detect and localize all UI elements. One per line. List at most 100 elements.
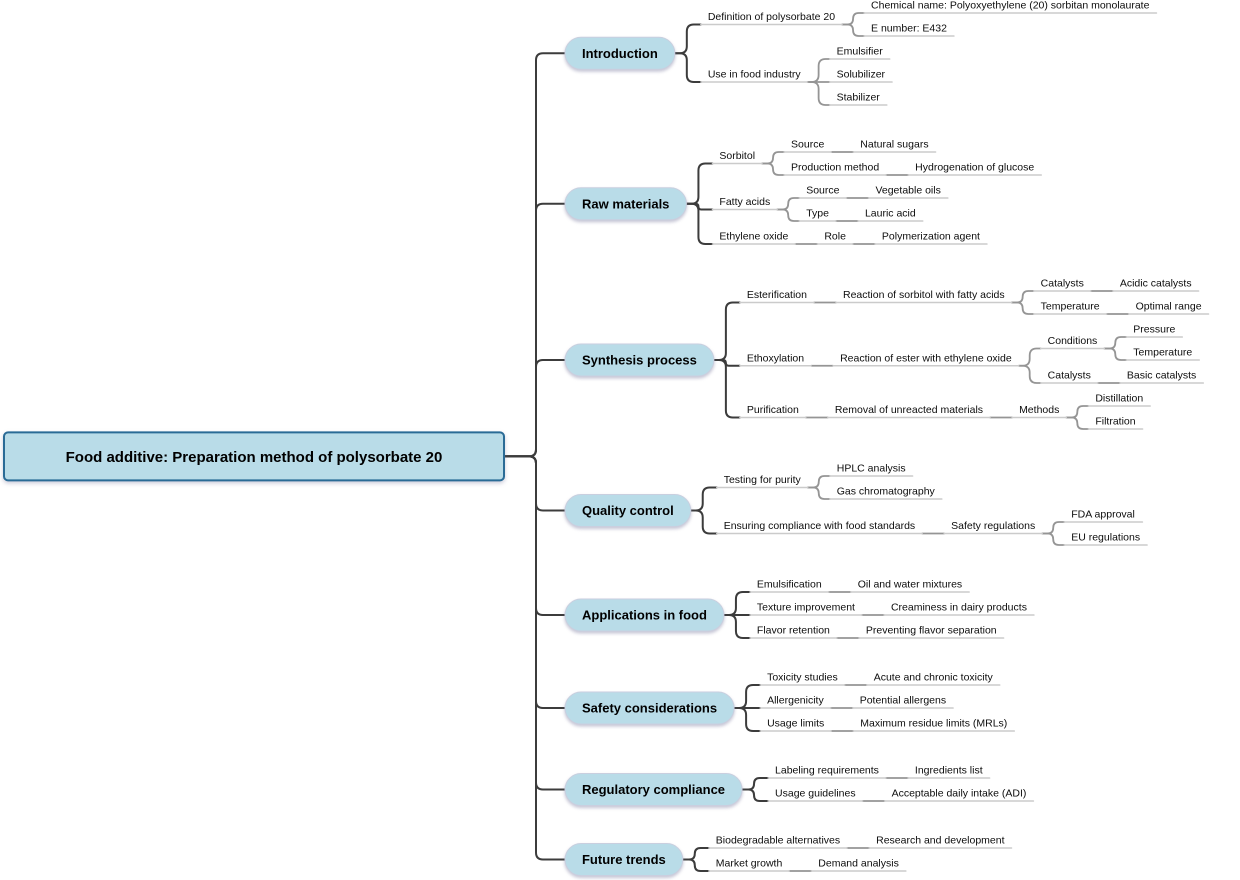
branch-link [733,707,762,732]
topic-label-methods[interactable]: Methods [1019,404,1059,416]
topic-label-esterification[interactable]: Esterification [747,289,807,301]
topic-label-research-and-development[interactable]: Research and development [876,835,1004,847]
branch-label[interactable]: Raw materials [582,196,669,211]
branch-label[interactable]: Regulatory compliance [582,782,725,797]
topic-label-role[interactable]: Role [824,231,846,243]
branch-label[interactable]: Synthesis process [582,353,697,368]
branch-link [712,359,741,419]
topic-label-hydrogenation-of-glucose[interactable]: Hydrogenation of glucose [915,162,1034,174]
topic-label-distillation[interactable]: Distillation [1095,393,1143,405]
branch-label[interactable]: Quality control [582,503,674,518]
topic-label-demand-analysis[interactable]: Demand analysis [818,858,899,870]
branch-pill-shape[interactable] [564,343,715,377]
topic-label-fatty-acids[interactable]: Fatty acids [719,196,770,208]
topic-label-use-in-food-industry[interactable]: Use in food industry [708,69,802,81]
topic-label-catalysts[interactable]: Catalysts [1041,278,1084,290]
topic-label-biodegradable-alternatives[interactable]: Biodegradable alternatives [716,835,840,847]
topic-label-gas-chromatography[interactable]: Gas chromatography [837,486,936,498]
topic-label-market-growth[interactable]: Market growth [716,858,783,870]
topic-label-maximum-residue-limits-mrls[interactable]: Maximum residue limits (MRLs) [860,718,1007,730]
topic-label-safety-regulations[interactable]: Safety regulations [951,520,1035,532]
topic-label-production-method[interactable]: Production method [791,162,879,174]
branch-pill-shape[interactable] [564,598,725,632]
branch-label[interactable]: Introduction [582,46,658,61]
topic-label-ensuring-compliance-with-food-standards[interactable]: Ensuring compliance with food standards [724,520,915,532]
root-node[interactable]: Food additive: Preparation method of pol… [3,431,505,482]
topic-label-polymerization-agent[interactable]: Polymerization agent [882,231,980,243]
topic-link [1065,405,1090,419]
topic-label-catalysts[interactable]: Catalysts [1048,370,1091,382]
branch-node-introduction[interactable]: Introduction [564,36,676,70]
topic-label-source[interactable]: Source [806,185,839,197]
topic-label-stabilizer[interactable]: Stabilizer [837,92,881,104]
branch-node-future-trends[interactable]: Future trends [564,843,684,876]
topic-label-emulsifier[interactable]: Emulsifier [837,46,884,58]
topic-label-usage-guidelines[interactable]: Usage guidelines [775,788,856,800]
topic-label-oil-and-water-mixtures[interactable]: Oil and water mixtures [858,579,962,591]
topic-link [1010,290,1035,304]
topic-label-creaminess-in-dairy-products[interactable]: Creaminess in dairy products [891,602,1027,614]
topic-label-flavor-retention[interactable]: Flavor retention [757,625,830,637]
topic-link [806,81,831,106]
topic-label-optimal-range[interactable]: Optimal range [1136,301,1202,313]
topic-label-potential-allergens[interactable]: Potential allergens [860,695,946,707]
topic-label-allergenicity[interactable]: Allergenicity [767,695,824,707]
topic-label-eu-regulations[interactable]: EU regulations [1071,532,1140,544]
topic-label-toxicity-studies[interactable]: Toxicity studies [767,672,838,684]
nodes-layer: Chemical name: Polyoxyethylene (20) sorb… [3,0,1202,876]
topic-label-ingredients-list[interactable]: Ingredients list [915,765,983,777]
topic-label-solubilizer[interactable]: Solubilizer [837,69,886,81]
branch-pill-shape[interactable] [564,843,684,876]
topic-label-removal-of-unreacted-materials[interactable]: Removal of unreacted materials [835,404,983,416]
topic-label-definition-of-polysorbate-20[interactable]: Definition of polysorbate 20 [708,11,835,23]
topic-label-reaction-of-sorbitol-with-fatty-acids[interactable]: Reaction of sorbitol with fatty acids [843,289,1005,301]
topic-label-temperature[interactable]: Temperature [1133,347,1192,359]
branch-node-synthesis-process[interactable]: Synthesis process [564,343,715,377]
branch-pill-shape[interactable] [564,187,687,221]
root-label[interactable]: Food additive: Preparation method of pol… [66,449,443,466]
topic-label-hplc-analysis[interactable]: HPLC analysis [837,463,906,475]
topic-label-temperature[interactable]: Temperature [1041,301,1100,313]
topic-label-purification[interactable]: Purification [747,404,799,416]
branch-label[interactable]: Safety considerations [582,701,717,716]
topic-label-usage-limits[interactable]: Usage limits [767,718,824,730]
topic-label-acute-and-chronic-toxicity[interactable]: Acute and chronic toxicity [874,672,994,684]
topic-label-ethoxylation[interactable]: Ethoxylation [747,352,804,364]
topic-label-testing-for-purity[interactable]: Testing for purity [724,474,802,486]
topic-label-chemical-name-polyoxyethylene-20-sorbita[interactable]: Chemical name: Polyoxyethylene (20) sorb… [871,0,1150,12]
branch-node-safety-considerations[interactable]: Safety considerations [564,691,735,725]
topic-label-emulsification[interactable]: Emulsification [757,579,822,591]
topic-label-preventing-flavor-separation[interactable]: Preventing flavor separation [866,625,997,637]
branch-link [741,777,770,791]
topic-label-filtration[interactable]: Filtration [1095,416,1135,428]
branch-node-quality-control[interactable]: Quality control [564,494,692,527]
topic-label-acceptable-daily-intake-adi[interactable]: Acceptable daily intake (ADI) [892,788,1027,800]
topic-label-acidic-catalysts[interactable]: Acidic catalysts [1120,278,1192,290]
topic-label-vegetable-oils[interactable]: Vegetable oils [875,185,940,197]
root-shape[interactable] [3,431,505,482]
branch-node-applications-in-food[interactable]: Applications in food [564,598,725,632]
topic-link [1017,347,1042,367]
topic-label-source[interactable]: Source [791,139,824,151]
topic-label-natural-sugars[interactable]: Natural sugars [860,139,928,151]
topic-label-texture-improvement[interactable]: Texture improvement [757,602,855,614]
topic-label-e-number-e432[interactable]: E number: E432 [871,23,947,35]
branch-pill-shape[interactable] [564,36,676,70]
topic-label-labeling-requirements[interactable]: Labeling requirements [775,765,879,777]
topic-label-basic-catalysts[interactable]: Basic catalysts [1127,370,1196,382]
branch-pill-shape[interactable] [564,691,735,725]
branch-pill-shape[interactable] [564,494,692,527]
topic-label-fda-approval[interactable]: FDA approval [1071,509,1135,521]
branch-label[interactable]: Future trends [582,852,666,867]
branch-pill-shape[interactable] [564,773,743,806]
branch-label[interactable]: Applications in food [582,608,707,623]
branch-node-raw-materials[interactable]: Raw materials [564,187,687,221]
topic-label-conditions[interactable]: Conditions [1048,335,1098,347]
topic-label-lauric-acid[interactable]: Lauric acid [865,208,916,220]
branch-node-regulatory-compliance[interactable]: Regulatory compliance [564,773,743,806]
topic-label-sorbitol[interactable]: Sorbitol [719,150,755,162]
topic-label-pressure[interactable]: Pressure [1133,324,1175,336]
topic-label-ethylene-oxide[interactable]: Ethylene oxide [719,231,788,243]
topic-label-reaction-of-ester-with-ethylene-oxide[interactable]: Reaction of ester with ethylene oxide [840,352,1012,364]
topic-label-type[interactable]: Type [806,208,829,220]
